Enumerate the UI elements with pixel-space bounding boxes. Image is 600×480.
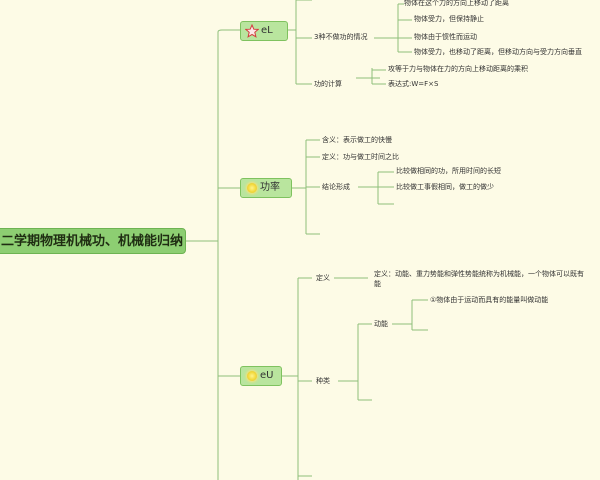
power-conclusion-item-2: 比较做工事假相同，做工的做少 <box>396 183 494 191</box>
power-conclusion-node[interactable]: 结论形成 <box>322 183 350 191</box>
sun-icon <box>247 183 257 193</box>
energy-definition-text-2: 能 <box>374 280 381 288</box>
root-topic[interactable]: 二学期物理机械功、机械能归纳 <box>0 228 186 254</box>
sun-icon <box>247 371 257 381</box>
power-conclusion-item-1: 比较做相同的功，所用时间的长短 <box>396 167 501 175</box>
topic-energy-label: eU <box>260 370 274 381</box>
topic-mechanical-energy[interactable]: eU <box>240 366 282 386</box>
work-calc-node[interactable]: 功的计算 <box>314 80 342 88</box>
topic-work[interactable]: eL <box>240 21 288 41</box>
topic-work-label: eL <box>261 25 273 36</box>
work-cut-off-text: 物体在这个力的方向上移动了距离 <box>404 0 509 7</box>
energy-types-node[interactable]: 种类 <box>316 377 330 385</box>
no-work-item-3: 物体受力，也移动了距离，但移动方向与受力方向垂直 <box>414 48 582 56</box>
energy-definition-node[interactable]: 定义 <box>316 274 330 282</box>
power-meaning: 含义：表示做工的快慢 <box>322 136 392 144</box>
no-work-item-1: 物体受力，但保持静止 <box>414 15 484 23</box>
work-calc-item-2: 表达式:W=F×S <box>388 80 439 88</box>
kinetic-energy-item-1: ①物体由于运动而具有的能量叫做动能 <box>430 296 549 304</box>
no-work-cases-node[interactable]: 3种不做功的情况 <box>314 33 368 41</box>
topic-power-label: 功率 <box>260 182 280 193</box>
power-definition: 定义：功与做工时间之比 <box>322 153 399 161</box>
topic-power[interactable]: 功率 <box>240 178 292 198</box>
no-work-item-2: 物体由于惯性而运动 <box>414 33 477 41</box>
work-calc-item-1: 攻等于力与物体在力的方向上移动距离的乘积 <box>388 65 528 73</box>
star-icon <box>245 24 259 38</box>
kinetic-energy-node[interactable]: 动能 <box>374 320 388 328</box>
energy-definition-text-1: 定义：动能、重力势能和弹性势能统称为机械能，一个物体可以既有 <box>374 270 584 278</box>
